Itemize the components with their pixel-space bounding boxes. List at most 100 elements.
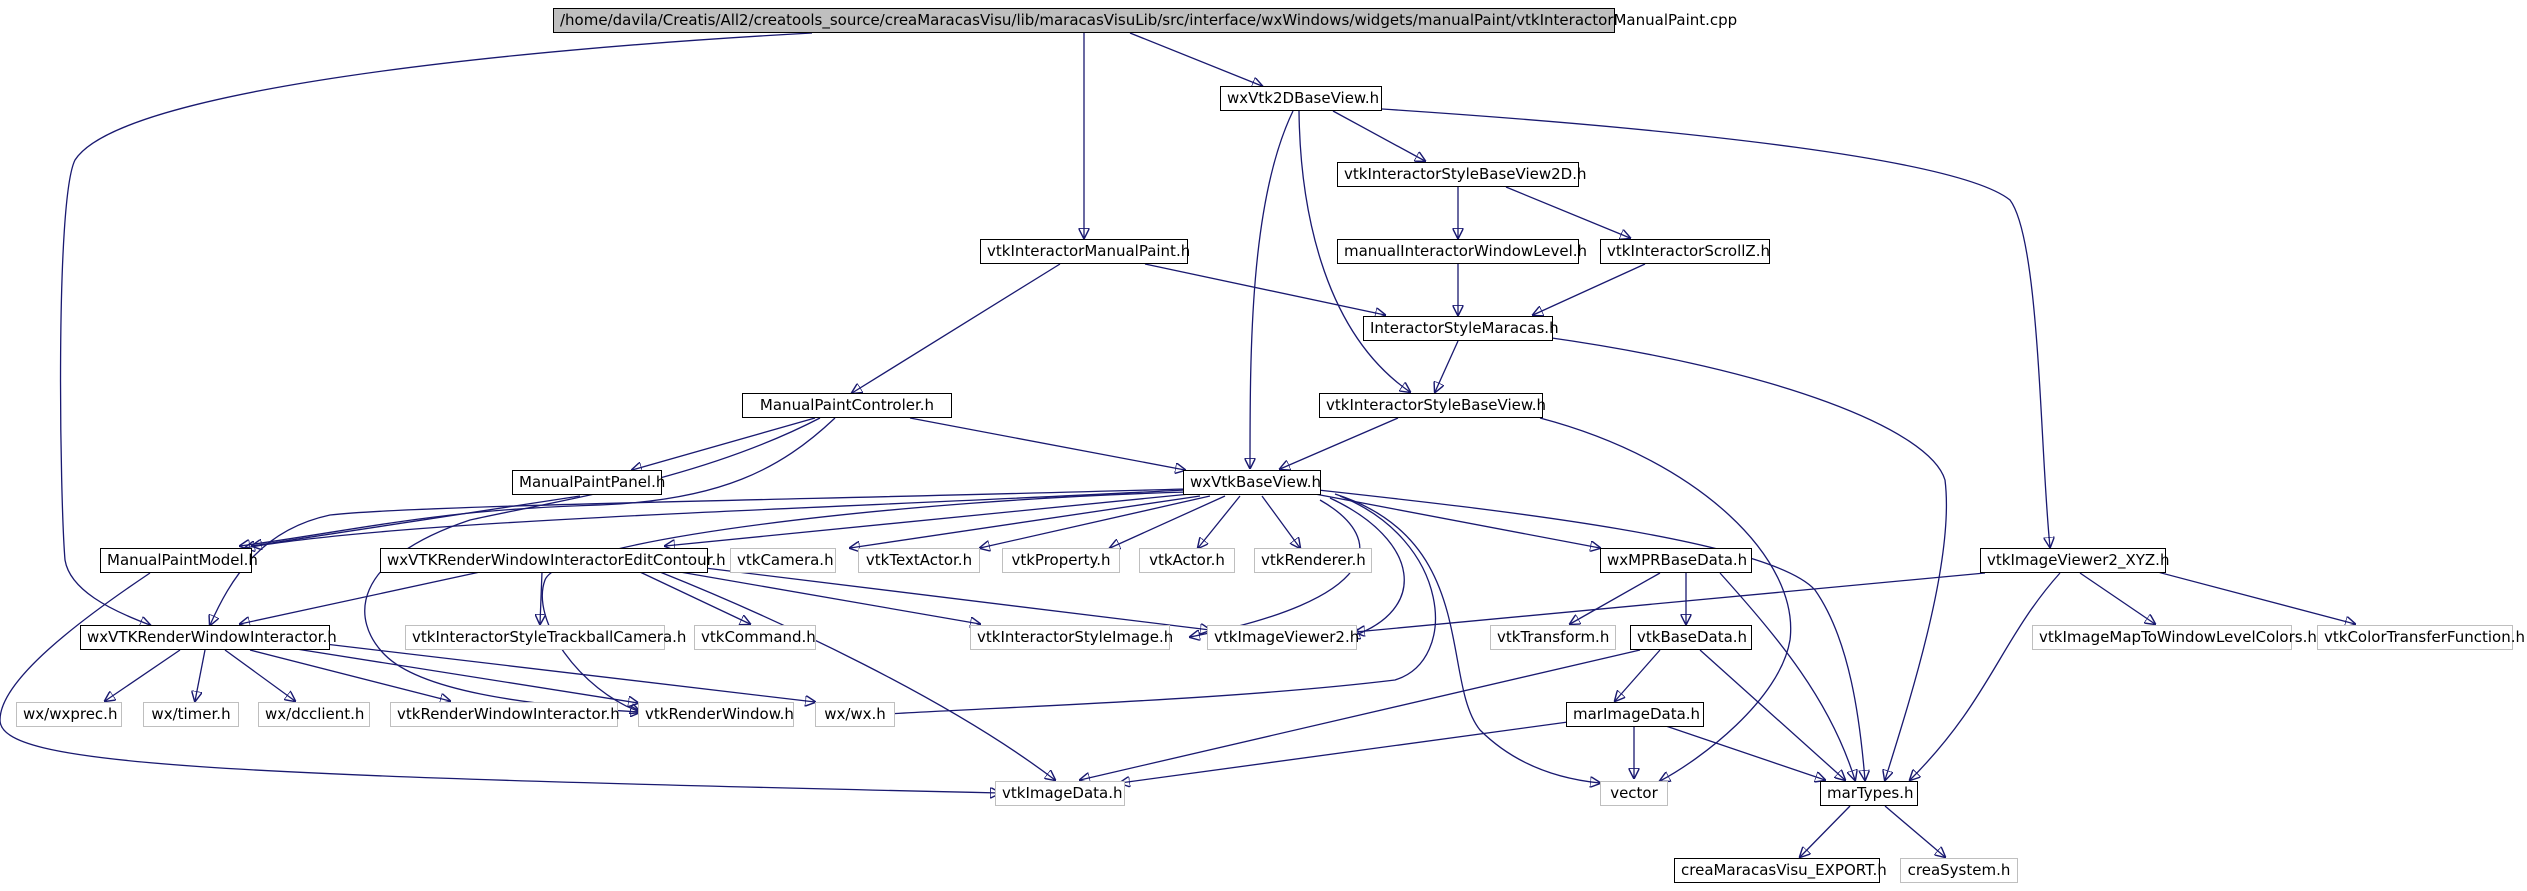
node-wxvtkrwi[interactable]: wxVTKRenderWindowInteractor.h [80,625,337,650]
node-vtktransform[interactable]: vtkTransform.h [1490,625,1616,650]
edge-wxmprbasedata-vtktransform [1570,572,1661,624]
edge-wxvtkbaseview-wxvtkrwieditcontour [665,493,1191,546]
edge-martypes-creamaracasvisuexport [1800,805,1851,857]
edge-vtkbasedata-marimagedata [1615,649,1661,701]
node-manualinteractorwindowlevel[interactable]: manualInteractorWindowLevel.h [1337,239,1587,264]
edge-wxvtk2dbaseview-vtkinteractorstylebaseview [1298,110,1410,392]
node-vtkinteractorstylebaseview[interactable]: vtkInteractorStyleBaseView.h [1319,393,1546,418]
node-root-file[interactable]: /home/davila/Creatis/All2/creatools_sour… [553,8,1737,33]
node-vtktextactor[interactable]: vtkTextActor.h [858,548,980,573]
node-wxdcclient[interactable]: wx/dcclient.h [258,702,370,727]
edge-wxvtkrwi-wxwxprec [105,649,181,701]
node-vector[interactable]: vector [1600,781,1668,806]
edge-vtkinteractorstylebaseview-wxvtkbaseview [1280,417,1399,469]
edge-manualpaintpanel-manualpaintmodel [252,495,581,546]
edge-editcontour-vtkcommand [639,571,750,624]
edge-wxvtkbaseview-vtkcamera [850,495,1201,548]
edge-vtkimageviewer2xyz-vtkimageviewer2 [1355,572,1986,632]
node-vtkproperty[interactable]: vtkProperty.h [1002,548,1120,573]
edge-wxvtkbaseview-wxmprbasedata [1314,493,1600,548]
edge-wxvtkbaseview-vtkproperty [1110,495,1226,548]
node-manualpaintmodel[interactable]: ManualPaintModel.h [100,548,258,573]
edge-manualpaintcontroler-manualpaintmodel [240,417,836,546]
edge-martypes-creasystem [1884,805,1945,857]
edge-vtkinteractorstylebaseview2d-vtkinteractorscrollz [1505,186,1630,238]
edge-wxvtkrwi-wxtimer [195,649,206,701]
node-wxvtkrwieditcontour[interactable]: wxVTKRenderWindowInteractorEditContour.h [380,548,726,573]
edge-wxmprbasedata-martypes [1719,572,1855,780]
edge-vtkinteractorscrollz-interactorstylemaracas [1533,263,1646,315]
node-martypes[interactable]: marTypes.h [1820,781,1918,806]
node-vtkimagedata[interactable]: vtkImageData.h [995,781,1125,806]
edge-marimagedata-martypes [1659,723,1825,780]
edge-wxvtkbaseview-vtkimageviewer2 [1329,497,1405,637]
edge-vtkimageviewer2xyz-colortransferfunction [2149,569,2355,624]
edge-wxvtkbaseview-martypes [1317,489,1865,780]
node-manualpaintcontroler[interactable]: ManualPaintControler.h [742,393,952,418]
edge-wxvtk2dbaseview-vtkinteractorstylebaseview2d [1332,110,1425,161]
edge-wxvtkbaseview-vector [1334,493,1600,783]
node-vtkactor[interactable]: vtkActor.h [1139,548,1235,573]
edge-vtkinteractorstylebaseview-vector [1539,417,1792,781]
edge-manualpaintcontroler-manualpaintpanel [632,417,816,470]
node-wxwx[interactable]: wx/wx.h [815,702,895,727]
node-vtkrenderer[interactable]: vtkRenderer.h [1254,548,1372,573]
edge-wxvtkbaseview-manualpaintmodel [245,489,1186,548]
node-vtkcolortransferfunction[interactable]: vtkColorTransferFunction.h [2317,625,2525,650]
edge-wxvtkrwi-wxwx [324,643,815,702]
node-vtkcamera[interactable]: vtkCamera.h [730,548,836,573]
edge-wxvtkbaseview-vtktextactor [980,495,1211,548]
edge-wxvtkbaseview-wxwx [870,495,1436,715]
edge-editcontour-vtkimagedata [659,571,1055,780]
node-vtkimageviewer2[interactable]: vtkImageViewer2.h [1207,625,1359,650]
edge-interactorstylemaracas-martypes [1544,336,1948,780]
node-wxwxprec[interactable]: wx/wxprec.h [16,702,122,727]
edge-wxvtkrwi-wxdcclient [224,649,295,701]
edge-wxvtkbaseview-vtkrenderwindow [541,491,1189,712]
node-manualpaintpanel[interactable]: ManualPaintPanel.h [512,470,665,495]
edge-wxvtkbaseview-vtkrenderer [1261,495,1300,548]
edge-vtkbasedata-vtkimagedata [1080,649,1641,780]
node-marimagedata[interactable]: marImageData.h [1566,702,1704,727]
edge-marimagedata-vtkimagedata [1120,721,1569,783]
node-vtkinteractorscrollz[interactable]: vtkInteractorScrollZ.h [1600,239,1770,264]
edge-wxvtkrwi-vtkrenderwindow [289,647,638,703]
edge-wxvtk2dbaseview-vtkimageviewer2xyz [1381,108,2050,547]
node-wxvtk2dbaseview[interactable]: wxVtk2DBaseView.h [1220,86,1382,111]
edge-manualpaintmodel-vtkimagedata [0,572,1000,793]
edge-vtkinteractormanualpaint-manualpaintcontroler [852,263,1061,393]
node-vtkinteractorstyleimage[interactable]: vtkInteractorStyleImage.h [970,625,1173,650]
edge-editcontour-vtkinteractorstyleimage [679,571,980,624]
node-wxtimer[interactable]: wx/timer.h [143,702,239,727]
node-vtkrenderwindowinteractor[interactable]: vtkRenderWindowInteractor.h [390,702,620,727]
node-creasystem[interactable]: creaSystem.h [1900,858,2018,883]
node-vtkcommand[interactable]: vtkCommand.h [694,625,816,650]
edge-wxvtk2dbaseview-wxvtkbaseview [1250,110,1294,468]
node-vtkbasedata[interactable]: vtkBaseData.h [1630,625,1752,650]
node-creamaracasvisuexport[interactable]: creaMaracasVisu_EXPORT.h [1674,858,1887,883]
node-vtkinteractormanualpaint[interactable]: vtkInteractorManualPaint.h [980,239,1190,264]
edge-vtkbasedata-martypes [1699,649,1845,780]
edge-wxvtkrwi-vtkrenderwindowinteractor [249,649,450,701]
edge-manualpaintcontroler-wxvtkbaseview [909,417,1185,470]
edge-vtkinteractormanualpaint-interactorstylemaracas [1144,263,1385,315]
node-vtkimageviewer2xyz[interactable]: vtkImageViewer2_XYZ.h [1980,548,2169,573]
edge-root-wxvtk2dbaseview [1129,32,1262,86]
edge-editcontour-trackballcamera [540,571,542,624]
node-vtkimagemaptowindowlevelcolors[interactable]: vtkImageMapToWindowLevelColors.h [2032,625,2317,650]
edge-wxvtkbaseview-vtkactor [1198,495,1241,548]
node-interactorstylemaracas[interactable]: InteractorStyleMaracas.h [1363,316,1559,341]
edge-editcontour-vtkimageviewer2 [704,567,1210,630]
node-wxvtkbaseview[interactable]: wxVtkBaseView.h [1183,470,1321,495]
node-vtkrenderwindow[interactable]: vtkRenderWindow.h [638,702,794,727]
node-vtkinteractorstylebaseview2d[interactable]: vtkInteractorStyleBaseView2D.h [1337,162,1586,187]
edge-interactorstylemaracas-vtkinteractorstylebaseview [1435,340,1459,392]
edge-root-wxvtkrwi [59,32,813,625]
edge-vtkimageviewer2xyz-martypes [1910,572,2061,780]
edge-vtkimageviewer2xyz-windowlevelcolors [2079,572,2155,624]
edge-editcontour-wxvtkrwi [240,571,481,624]
node-wxmprbasedata[interactable]: wxMPRBaseData.h [1600,548,1752,573]
node-vtkinteractorstyletrackballcamera[interactable]: vtkInteractorStyleTrackballCamera.h [405,625,686,650]
